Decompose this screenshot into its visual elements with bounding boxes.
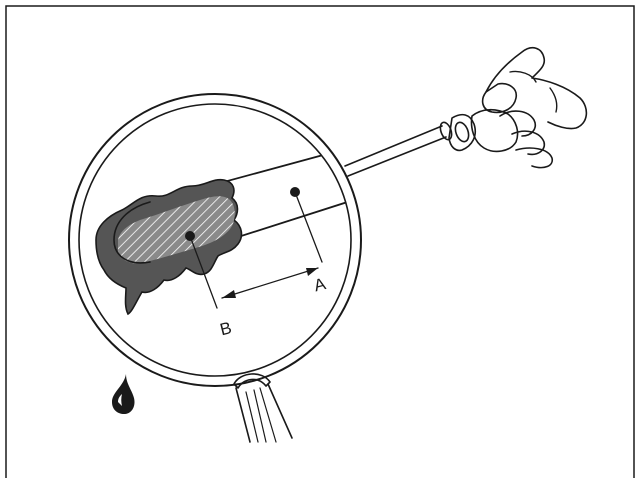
oil-smear [95, 178, 243, 316]
hand-icon [481, 46, 588, 169]
label-b: B [218, 318, 234, 339]
measurement-arrow [221, 267, 319, 299]
level-mark-a [290, 187, 323, 263]
level-mark-b [185, 231, 218, 309]
dipstick-rod [344, 125, 447, 177]
label-a: A [312, 274, 328, 295]
magnified-view: A B [95, 144, 351, 339]
frame [5, 5, 635, 478]
dipstick-icon [439, 108, 519, 153]
oil-drop-icon [112, 374, 135, 414]
